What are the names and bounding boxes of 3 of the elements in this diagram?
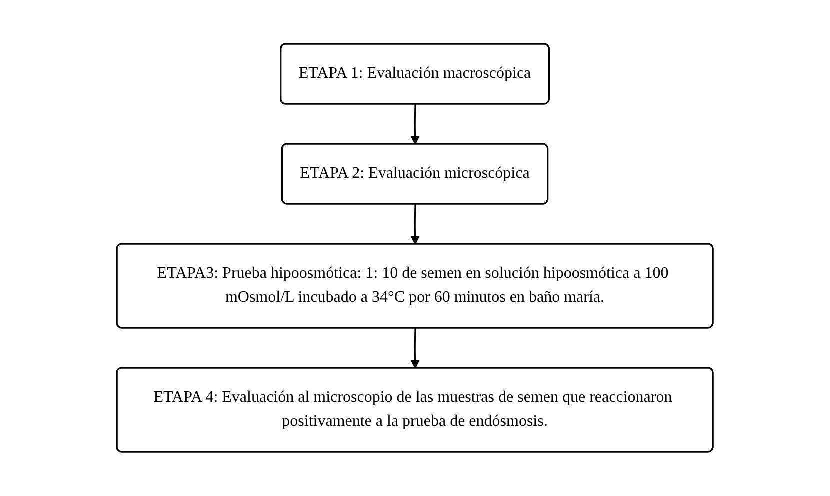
arrow <box>410 204 420 245</box>
arrow <box>410 328 420 369</box>
arrow <box>410 104 420 145</box>
